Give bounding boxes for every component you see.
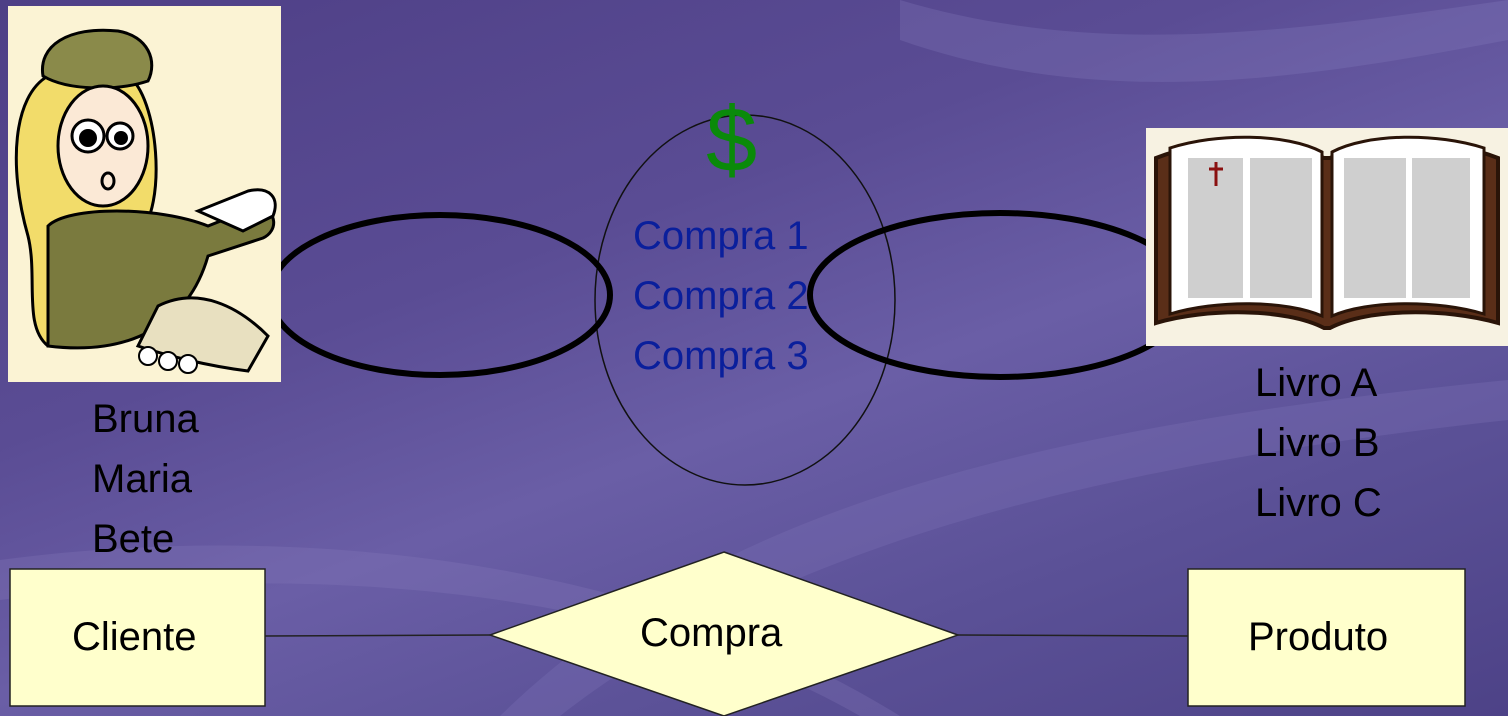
purchase-item: Compra 2 (633, 274, 809, 318)
link-ellipse-left (267, 212, 613, 378)
cartoon-woman-illustration (8, 6, 281, 382)
product-name: Livro C (1255, 481, 1382, 525)
person-name: Bete (92, 517, 175, 561)
product-name: Livro A (1255, 361, 1378, 405)
link-ellipse-right (807, 210, 1193, 380)
open-book-illustration (1146, 128, 1508, 346)
connector-left (264, 634, 491, 637)
product-name: Livro B (1255, 421, 1380, 465)
entity-produto-label: Produto (1248, 615, 1389, 659)
entity-produto-box (1187, 568, 1466, 707)
purchase-item: Compra 1 (633, 214, 809, 258)
relationship-compra-label: Compra (640, 611, 783, 655)
person-name: Bruna (92, 397, 199, 441)
purchase-set-ellipse (594, 114, 896, 486)
connector-right (957, 634, 1189, 637)
dollar-symbol: $ (706, 89, 758, 191)
entity-cliente-label: Cliente (72, 615, 197, 659)
entity-cliente-box (9, 568, 266, 707)
person-name: Maria (92, 457, 193, 501)
relationship-compra-diamond (487, 551, 961, 716)
purchase-item: Compra 3 (633, 334, 809, 378)
